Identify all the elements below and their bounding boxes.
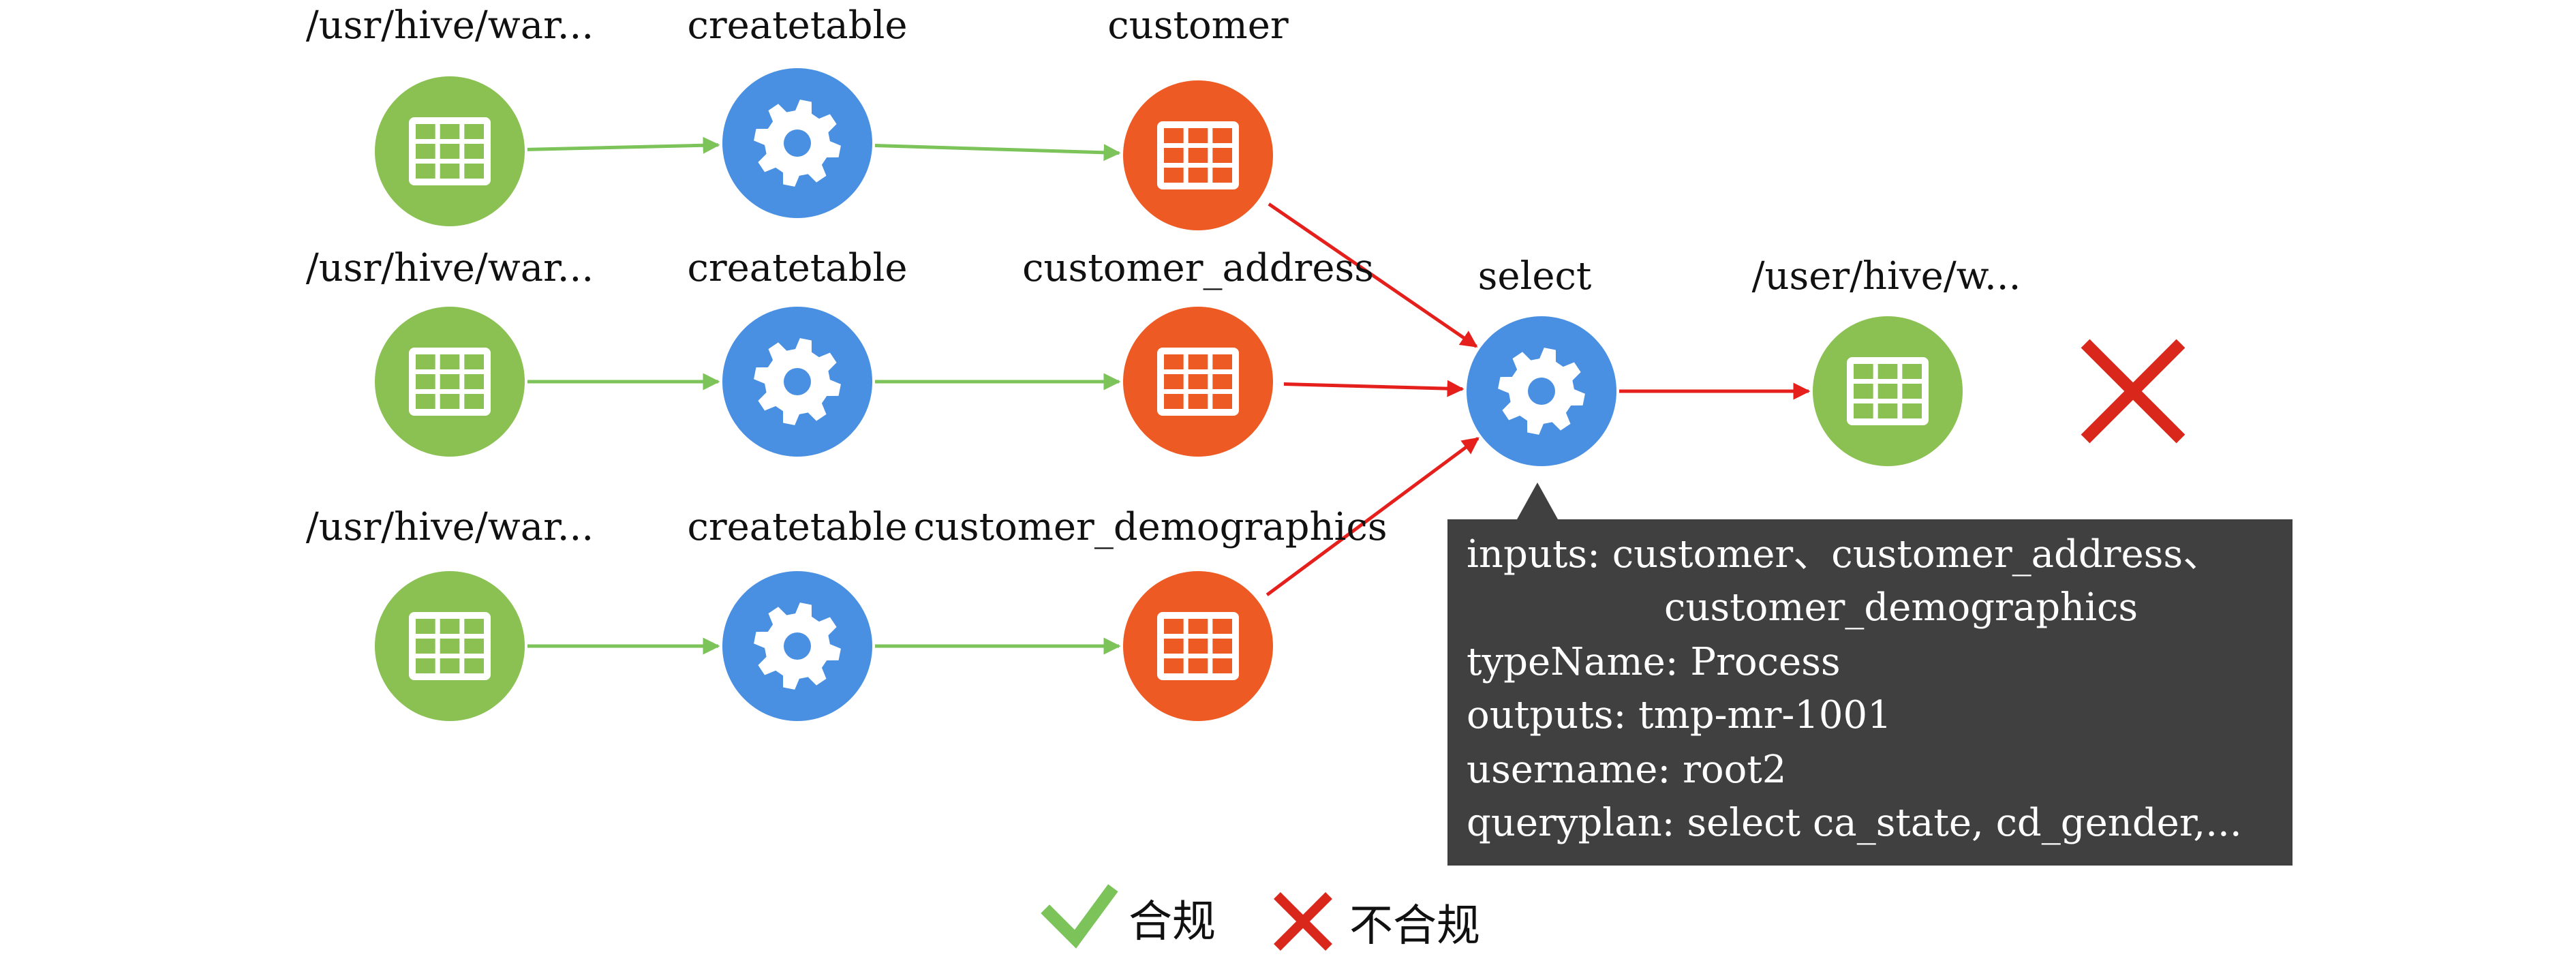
- legend-ok-label: 合规: [1129, 897, 1216, 947]
- node-label: /usr/hive/war...: [306, 505, 594, 549]
- edge-src1-to-proc1: [527, 136, 720, 154]
- node-customer_demographics[interactable]: customer_demographics: [913, 505, 1387, 721]
- legend-bad-label: 不合规: [1349, 901, 1480, 951]
- tooltip-line-inputs: inputs: customer、customer_address、: [1467, 532, 2221, 577]
- tooltip-line-outputs: outputs: tmp-mr-1001: [1467, 693, 1892, 737]
- node-customer_address[interactable]: customer_address: [1022, 246, 1374, 457]
- tooltip-box: [1447, 519, 2293, 866]
- node-label: /user/hive/w...: [1752, 254, 2021, 299]
- node-label: customer_demographics: [913, 505, 1387, 549]
- edge-proc1-to-customer: [874, 143, 1121, 162]
- node-label: customer: [1107, 3, 1289, 48]
- node-label: createtable: [687, 246, 907, 290]
- grid-icon: [409, 117, 491, 185]
- grid-icon: [1157, 121, 1239, 189]
- edge-customer-to-select: [1268, 202, 1478, 348]
- grid-icon: [1157, 612, 1239, 680]
- node-src2[interactable]: /usr/hive/war...: [306, 246, 594, 457]
- grid-icon: [1847, 357, 1929, 425]
- node-src3[interactable]: /usr/hive/war...: [306, 505, 594, 721]
- grid-icon: [1157, 348, 1239, 416]
- node-label: customer_address: [1022, 246, 1374, 290]
- grid-icon: [409, 348, 491, 416]
- tooltip-line-queryplan: queryplan: select ca_state, cd_gender,..…: [1467, 801, 2242, 845]
- node-label: createtable: [687, 505, 907, 549]
- legend: 合规 不合规: [1041, 884, 1480, 951]
- node-label: /usr/hive/war...: [306, 246, 594, 290]
- gear-icon: [754, 602, 841, 690]
- process-tooltip: inputs: customer、customer_address、 custo…: [1447, 483, 2293, 866]
- node-label: /usr/hive/war...: [306, 3, 594, 48]
- node-proc2[interactable]: createtable: [687, 246, 908, 457]
- edge-customer_demographics-to-select: [1266, 437, 1479, 596]
- tooltip-pointer: [1517, 483, 1558, 519]
- node-label: select: [1478, 254, 1592, 299]
- grid-icon: [409, 612, 491, 680]
- node-label: createtable: [687, 3, 907, 48]
- nodes-layer: /usr/hive/war... createtable customer/usr/…: [306, 3, 2021, 721]
- edges-layer: [527, 136, 1811, 655]
- tooltip-line-inputs-cont: customer_demographics: [1664, 585, 2138, 630]
- check-icon: [1041, 884, 1118, 949]
- node-src1[interactable]: /usr/hive/war...: [306, 3, 594, 226]
- node-proc1[interactable]: createtable: [687, 3, 908, 218]
- tooltip-line-typename: typeName: Process: [1467, 640, 1841, 684]
- gear-icon: [1498, 348, 1585, 435]
- node-output[interactable]: /user/hive/w...: [1752, 254, 2021, 466]
- gear-icon: [754, 338, 841, 425]
- tooltip-line-username: username: root2: [1467, 748, 1786, 792]
- non-compliant-cross-icon: [2081, 339, 2186, 444]
- cross-icon: [1274, 892, 1332, 951]
- node-proc3[interactable]: createtable: [687, 505, 908, 721]
- node-select[interactable]: select: [1467, 254, 1616, 466]
- gear-icon: [754, 100, 841, 187]
- node-customer[interactable]: customer: [1107, 3, 1289, 230]
- edge-customer_address-to-select: [1283, 380, 1465, 397]
